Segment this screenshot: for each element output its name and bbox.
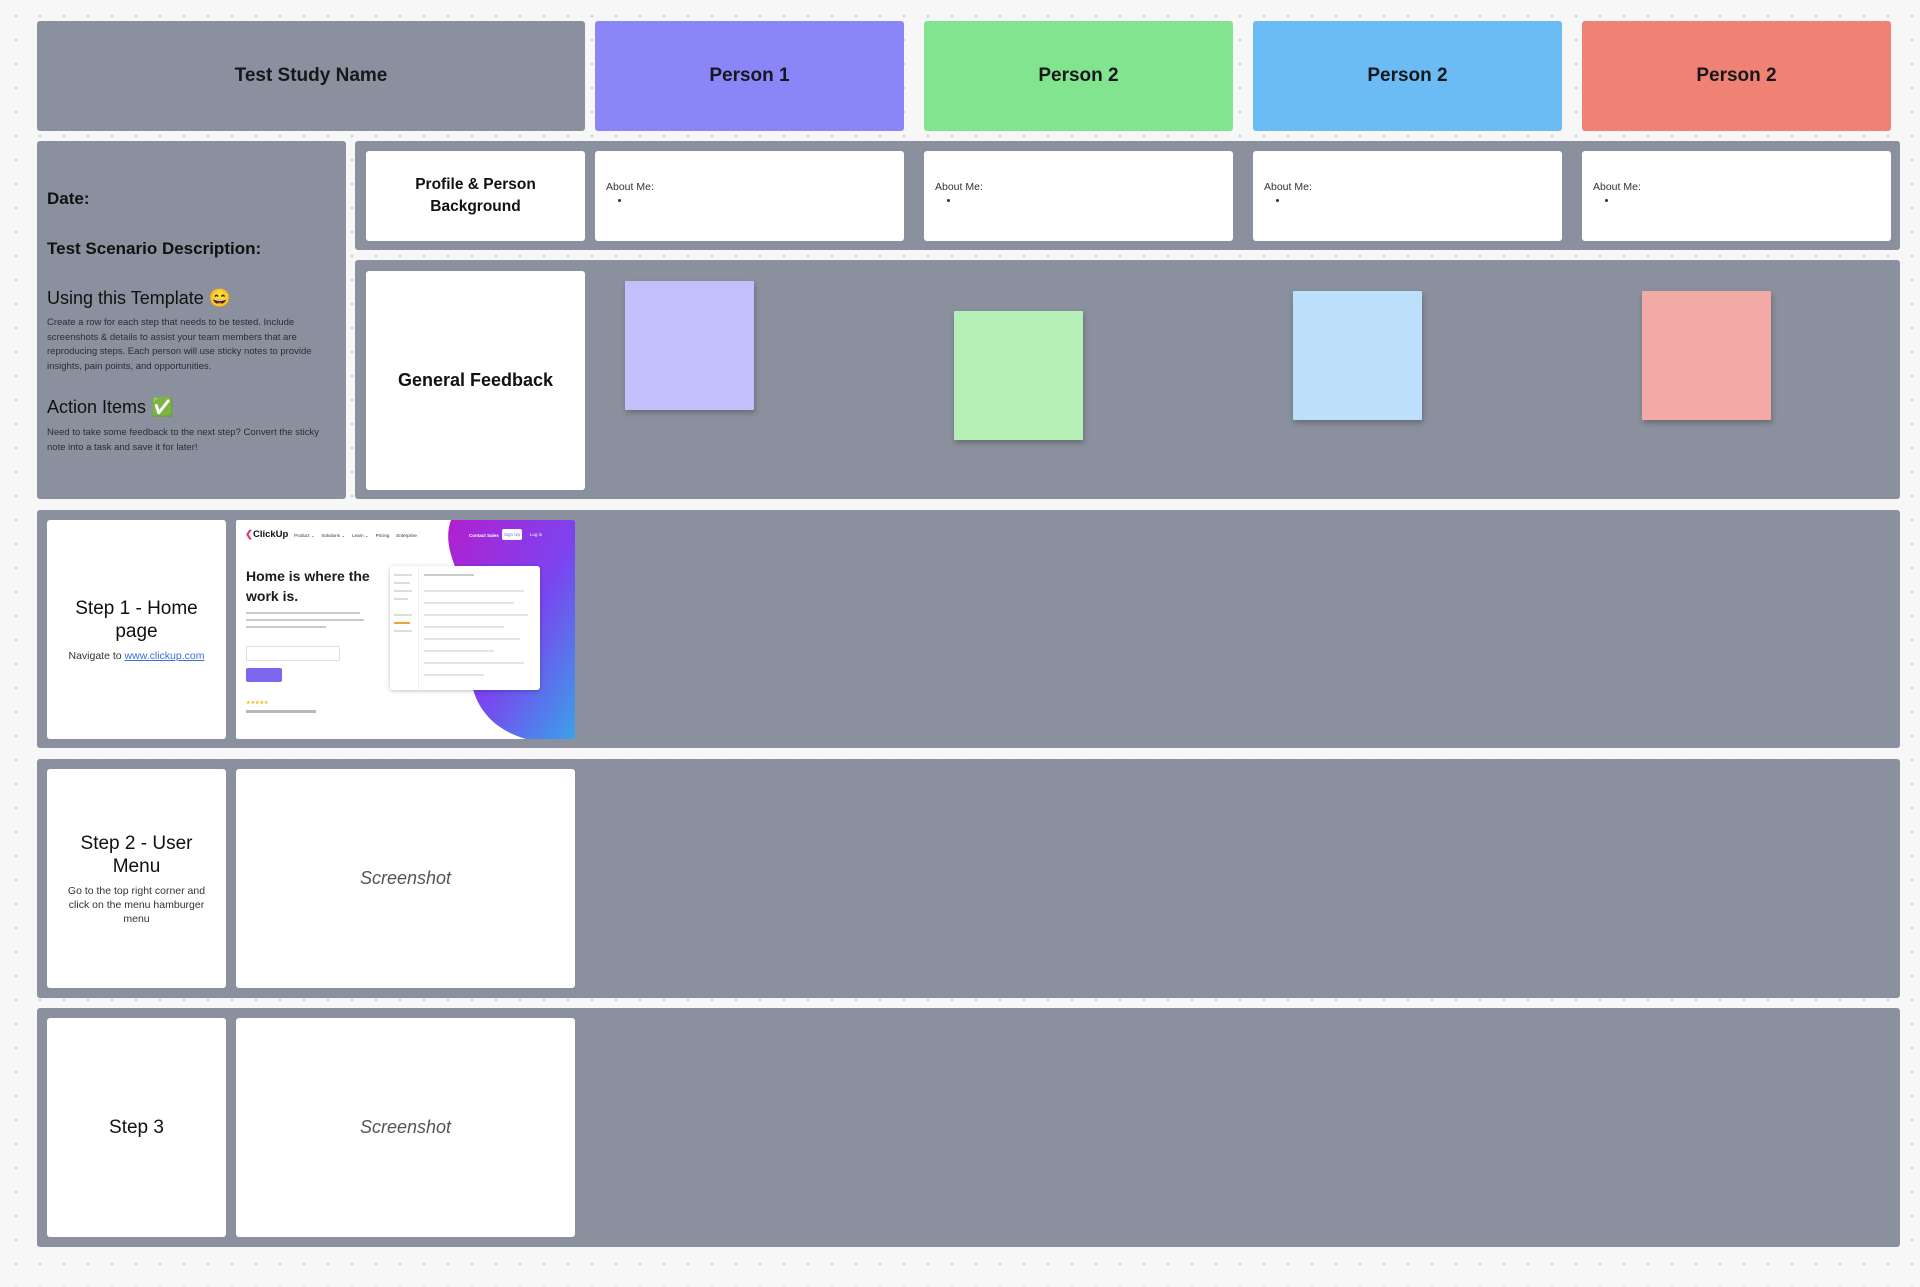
template-description: Create a row for each step that needs to…: [47, 317, 312, 372]
step-3-card[interactable]: Step 3: [47, 1018, 226, 1237]
person-1-header[interactable]: Person 1: [595, 21, 904, 131]
sticky-note-person-1[interactable]: [625, 281, 754, 410]
date-label: Date:: [47, 189, 90, 208]
shot-nav: Product ⌄ Solutions ⌄ Learn ⌄ Pricing En…: [294, 533, 417, 539]
person-4-header[interactable]: Person 2: [1582, 21, 1891, 131]
step-1-screenshot[interactable]: ❮ClickUp Product ⌄ Solutions ⌄ Learn ⌄ P…: [236, 520, 575, 739]
shot-rating-stars: ★★★★★: [246, 700, 269, 706]
profile-label-card[interactable]: Profile & Person Background: [366, 151, 585, 241]
sticky-note-person-3[interactable]: [1293, 291, 1422, 420]
step-2-screenshot-placeholder[interactable]: Screenshot: [236, 769, 575, 988]
step-2-description: Go to the top right corner and click on …: [67, 884, 206, 925]
clickup-logo: ❮ClickUp: [245, 529, 288, 540]
about-me-card-1[interactable]: About Me:: [595, 151, 904, 241]
step-1-desc-prefix: Navigate to: [68, 649, 125, 662]
bullet-icon: [1605, 199, 1608, 202]
step-2-screenshot-label: Screenshot: [359, 868, 452, 888]
about-me-label: About Me:: [1264, 181, 1312, 193]
action-items-title: Action Items ✅: [47, 397, 174, 417]
shot-logos: [246, 710, 316, 713]
sticky-note-person-2[interactable]: [954, 311, 1083, 440]
feedback-label: General Feedback: [397, 370, 554, 390]
step-3-screenshot-placeholder[interactable]: Screenshot: [236, 1018, 575, 1237]
step-1-title: Step 1 - Home page: [75, 597, 198, 642]
person-3-header[interactable]: Person 2: [1253, 21, 1562, 131]
step-2-card[interactable]: Step 2 - User Menu Go to the top right c…: [47, 769, 226, 988]
about-me-card-4[interactable]: About Me:: [1582, 151, 1891, 241]
bullet-icon: [618, 199, 621, 202]
step-3-screenshot-label: Screenshot: [359, 1117, 452, 1137]
bullet-icon: [947, 199, 950, 202]
shot-subtext-lines: [246, 612, 364, 628]
shot-email-input: [246, 646, 340, 661]
shot-nav-item: Solutions ⌄: [321, 533, 346, 538]
shot-headline: Home is where the work is.: [246, 568, 370, 604]
bullet-icon: [1276, 199, 1279, 202]
about-me-card-2[interactable]: About Me:: [924, 151, 1233, 241]
shot-nav-item: Learn ⌄: [352, 533, 369, 538]
info-panel: Date: Test Scenario Description: Using t…: [37, 141, 346, 499]
scenario-label: Test Scenario Description:: [47, 239, 262, 258]
about-me-label: About Me:: [606, 181, 654, 193]
feedback-label-card[interactable]: General Feedback: [366, 271, 585, 490]
person-4-label: Person 2: [1696, 65, 1777, 86]
shot-nav-item: Enterprise: [396, 533, 417, 538]
study-name-header[interactable]: Test Study Name: [37, 21, 585, 131]
person-1-label: Person 1: [709, 65, 790, 86]
template-title: Using this Template 😄: [47, 288, 232, 308]
shot-nav-item: Pricing: [375, 533, 390, 538]
person-3-label: Person 2: [1367, 65, 1448, 86]
clickup-link[interactable]: www.clickup.com: [124, 649, 205, 662]
clickup-logo-text: ClickUp: [252, 529, 289, 540]
shot-app-preview: [390, 566, 540, 690]
action-items-description: Need to take some feedback to the next s…: [47, 427, 319, 453]
profile-label: Profile & Person Background: [415, 176, 536, 215]
step-1-card[interactable]: Step 1 - Home page Navigate to www.click…: [47, 520, 226, 739]
about-me-card-3[interactable]: About Me:: [1253, 151, 1562, 241]
about-me-label: About Me:: [935, 181, 983, 193]
shot-login-button: Log in: [529, 532, 543, 537]
step-2-title: Step 2 - User Menu: [80, 832, 193, 877]
shot-contact-sales: Contact Sales: [469, 533, 499, 538]
study-name-text: Test Study Name: [234, 65, 388, 86]
shot-nav-item: Product ⌄: [294, 533, 315, 538]
step-1-description: Navigate to www.clickup.com: [69, 649, 205, 663]
person-2-label: Person 2: [1038, 65, 1119, 86]
step-3-title: Step 3: [109, 1117, 164, 1138]
person-2-header[interactable]: Person 2: [924, 21, 1233, 131]
about-me-label: About Me:: [1593, 181, 1641, 193]
shot-get-started-button: [246, 668, 282, 682]
sticky-note-person-4[interactable]: [1642, 291, 1771, 420]
shot-signup-button: Sign Up: [502, 529, 522, 540]
clickup-logo-icon: ❮: [245, 529, 253, 540]
